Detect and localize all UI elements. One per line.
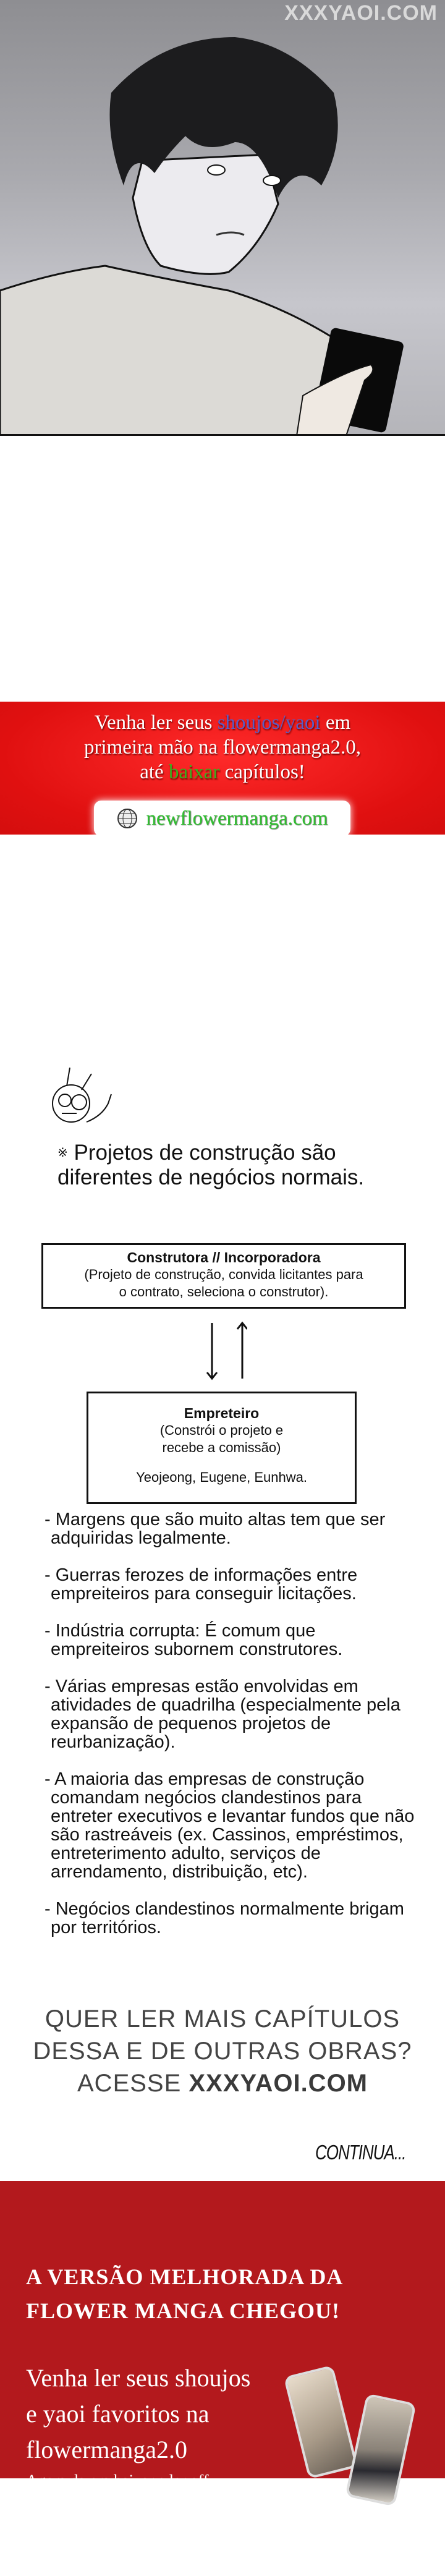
banner-line-1: Venha ler seus shoujos/yaoi em: [94, 712, 351, 734]
banner-line-3: até baixar capítulos!: [140, 761, 305, 783]
continua-label: CONTINUA...: [315, 2140, 406, 2164]
phone-image: [283, 2365, 358, 2480]
read-more-cta: QUER LER MAIS CAPÍTULOS DESSA E DE OUTRA…: [33, 2005, 412, 2097]
diagram-box-contractor: Empreteiro (Constrói o projeto e recebe …: [87, 1392, 357, 1504]
globe-icon: [117, 809, 138, 828]
character-illustration: [0, 37, 404, 434]
list-item: - Margens que são muito altas tem que se…: [44, 1510, 386, 1548]
bullet-list: - Margens que são muito altas tem que se…: [44, 1510, 415, 1955]
list-item: - Guerras ferozes de informações entre e…: [44, 1565, 358, 1604]
diagram-box-constructor: Construtora // Incorporadora (Projeto de…: [41, 1243, 406, 1309]
promo-footer-link[interactable]: entre em: newflowermanga.com: [137, 2559, 329, 2575]
banner-line-2: primeira mão na flowermanga2.0,: [83, 736, 362, 759]
construction-note: ※ Projetos de construção são diferentes …: [57, 1141, 365, 1189]
bidirectional-arrows-icon: [206, 1321, 247, 1380]
flowermanga-link[interactable]: newflowermanga.com: [146, 807, 328, 830]
list-item: - Indústria corrupta: É comum que emprei…: [44, 1621, 343, 1659]
site-watermark: XXXYAOI.COM: [284, 1, 438, 25]
promo-subtitle: Agora da pra baixar e ler off: [26, 2472, 209, 2489]
manga-panel: XXXYAOI.COM: [0, 0, 445, 436]
flowermanga-ad-banner[interactable]: Venha ler seus shoujos/yaoi em primeira …: [0, 702, 445, 836]
flowermanga-link-button[interactable]: newflowermanga.com: [94, 801, 350, 836]
list-item: - Negócios clandestinos normalmente brig…: [44, 1899, 404, 1937]
mascot-icon: [52, 1067, 112, 1123]
xxxyaoi-link[interactable]: XXXYAOI.COM: [189, 2070, 368, 2097]
list-item: - Várias empresas estão envolvidas em at…: [44, 1677, 400, 1752]
list-item: - A maioria das empresas de construção c…: [44, 1769, 415, 1882]
phone-image: [345, 2393, 417, 2507]
